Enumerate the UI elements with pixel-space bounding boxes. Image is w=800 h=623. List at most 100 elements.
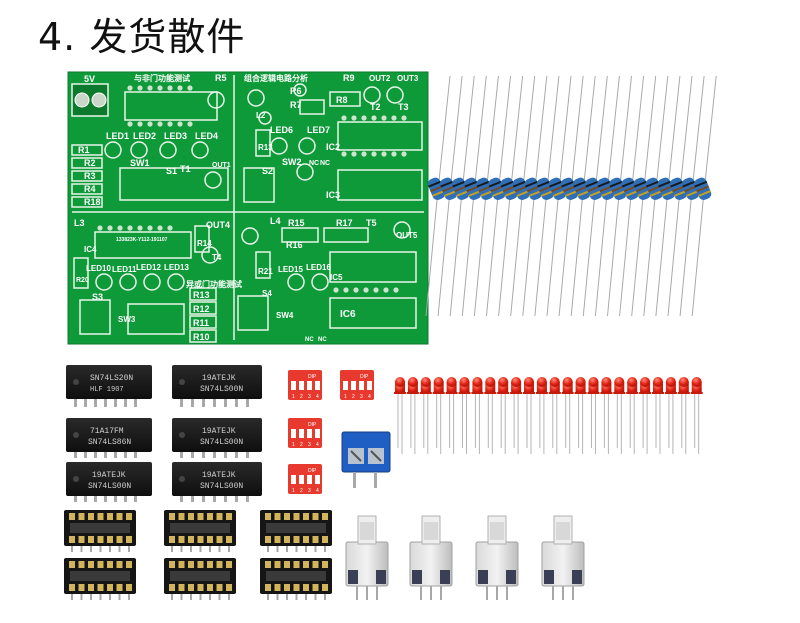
pcb-label: L3 — [74, 218, 85, 228]
pcb-label: NC — [309, 160, 319, 167]
led — [523, 377, 535, 454]
pcb-label: NC — [320, 160, 330, 167]
dip-number: 3 — [308, 488, 311, 494]
pcb-label: LED3 — [164, 131, 187, 141]
dip-number: 1 — [344, 394, 347, 400]
chip-marking: SN74LS00N — [200, 385, 243, 394]
led — [497, 377, 510, 454]
pcb-label: SW4 — [276, 311, 294, 320]
page-title: 4. 发货散件 — [38, 15, 246, 59]
pcb-label: 异或门功能测试 — [186, 279, 242, 289]
dip-switch: DIP 1 2 3 4 — [288, 370, 322, 400]
pcb-board: 5V 与非门功能测试 R5 组合逻辑电路分析 R9 OUT2 OUT3 R6 R… — [67, 71, 429, 345]
chip-marking: SN74LS00N — [200, 482, 243, 491]
pcb-label: R15 — [288, 218, 305, 228]
resistor — [631, 75, 657, 317]
pcb-label: IC6 — [340, 309, 356, 320]
pcb-label: S4 — [262, 289, 272, 298]
ic-chip: 19ATEJK SN74LS00N — [66, 462, 152, 496]
pcb-label: IC5 — [330, 273, 343, 282]
led — [406, 377, 419, 454]
pcb-label: OUT5 — [396, 231, 418, 240]
dip-label: DIP — [308, 422, 317, 428]
led — [471, 377, 484, 454]
led — [652, 377, 664, 454]
dip-number: 3 — [360, 394, 363, 400]
led — [432, 377, 445, 454]
pcb-label: NC — [305, 337, 314, 343]
pcb-label: R13 — [258, 143, 273, 152]
led — [677, 377, 690, 454]
pcb-label: R18 — [84, 197, 101, 207]
pcb-label: OUT4 — [206, 220, 230, 230]
dip-number: 2 — [300, 442, 303, 448]
pcb-label: LED6 — [270, 125, 293, 135]
led — [690, 377, 703, 454]
pcb-label: R14 — [197, 239, 212, 248]
pcb-label: S2 — [262, 166, 273, 176]
push-button — [541, 515, 585, 600]
ic-chip: 19ATEJK SN74LS00N — [172, 462, 262, 496]
pcb-label: R21 — [258, 267, 273, 276]
resistor — [558, 75, 584, 317]
pcb-label: IC4 — [84, 245, 97, 254]
pcb-label: IC2 — [326, 142, 340, 152]
dip-label: DIP — [308, 374, 317, 380]
pcb-label: T1 — [180, 164, 191, 174]
pcb-label: R11 — [193, 318, 209, 328]
dip-number: 4 — [316, 488, 319, 494]
ic-socket — [64, 558, 136, 600]
pcb-label: LED11 — [112, 265, 137, 274]
pcb-label: R10 — [193, 332, 210, 342]
pcb-label: LED13 — [164, 263, 189, 272]
chip-marking: 71A17FM — [90, 427, 124, 436]
dip-number: 1 — [292, 488, 295, 494]
pcb-label: S1 — [166, 166, 177, 176]
pcb-label: T3 — [398, 102, 409, 112]
led — [484, 377, 497, 454]
pcb-label: OUT1 — [212, 162, 231, 169]
dip-switch-group: DIP 1 2 3 4 DIP 1 2 3 4 DIP 1 2 3 4 DI — [288, 370, 374, 494]
chip-marking: 19ATEJK — [202, 427, 236, 436]
pcb-label: T2 — [370, 102, 381, 112]
resistor — [619, 75, 645, 317]
pcb-label: R3 — [84, 171, 96, 181]
ic-chip: 71A17FM SN74LS86N — [66, 418, 152, 452]
ic-socket — [260, 558, 332, 600]
led — [561, 377, 574, 454]
led — [548, 377, 561, 454]
dip-number: 2 — [300, 488, 303, 494]
pcb-label: LED15 — [278, 265, 303, 274]
dip-number: 1 — [292, 442, 295, 448]
led — [574, 377, 587, 454]
pcb-label: IC3 — [326, 190, 340, 200]
dip-label: DIP — [360, 374, 369, 380]
ic-chip: 19ATEJK SN74LS00N — [172, 418, 262, 452]
pcb-label: R13 — [193, 290, 210, 300]
pcb-label: LED7 — [307, 125, 330, 135]
dip-number: 3 — [308, 394, 311, 400]
pcb-label: R9 — [343, 73, 355, 83]
resistor — [643, 75, 669, 317]
pcb-label: R17 — [336, 218, 353, 228]
dip-switch: DIP 1 2 3 4 — [288, 418, 322, 448]
dip-switch: DIP 1 2 3 4 — [340, 370, 374, 400]
push-button-group — [345, 515, 585, 600]
dip-number: 1 — [292, 394, 295, 400]
led — [613, 377, 626, 454]
pcb-label: SW3 — [118, 315, 136, 324]
pcb-label: LED16 — [306, 263, 331, 272]
pcb-label: L2 — [256, 111, 266, 120]
led — [600, 377, 613, 454]
pcb-label: R4 — [84, 184, 96, 194]
led — [510, 377, 523, 454]
dip-switch: DIP 1 2 3 4 — [288, 464, 322, 494]
pcb-label: T5 — [366, 218, 377, 228]
ic-socket — [164, 558, 236, 600]
ic-chip: SN74LS20N HLF 1907 — [66, 365, 152, 399]
pcb-label: R1 — [78, 145, 90, 155]
push-button — [345, 515, 389, 600]
led — [458, 377, 471, 454]
pcb-label: R7 — [290, 100, 302, 110]
